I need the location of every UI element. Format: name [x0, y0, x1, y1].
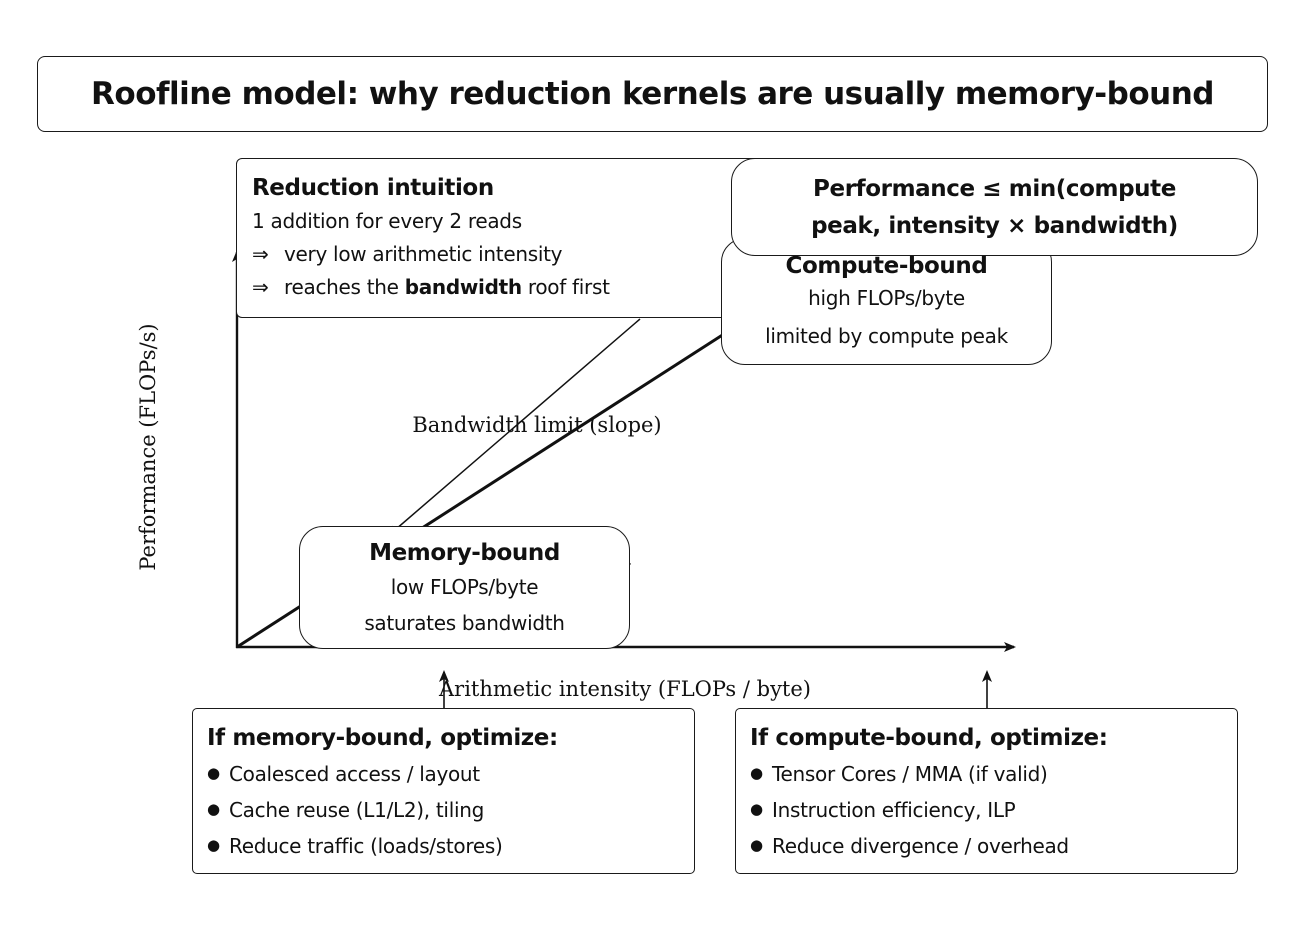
- list-item: ● Tensor Cores / MMA (if valid): [750, 757, 1237, 793]
- performance-formula-line-2: peak, intensity × bandwidth): [811, 213, 1178, 239]
- implies-arrow-icon: ⇒: [252, 275, 269, 299]
- memory-optimize-box: If memory-bound, optimize: ● Coalesced ac…: [192, 708, 695, 874]
- list-item-text: Tensor Cores / MMA (if valid): [772, 762, 1048, 786]
- list-item: ● Cache reuse (L1/L2), tiling: [207, 793, 694, 829]
- list-item: ● Instruction efficiency, ILP: [750, 793, 1237, 829]
- diagram-title: Roofline model: why reduction kernels ar…: [91, 76, 1214, 112]
- bullet-icon: ●: [207, 764, 220, 782]
- reduction-intuition-line-3-prefix: reaches the: [284, 275, 405, 299]
- bullet-icon: ●: [207, 800, 220, 818]
- compute-optimize-box: If compute-bound, optimize: ● Tensor Core…: [735, 708, 1238, 874]
- performance-formula-line-1: Performance ≤ min(compute: [813, 176, 1176, 202]
- reduction-intuition-line-2: ⇒ very low arithmetic intensity: [252, 238, 765, 271]
- compute-optimize-heading: If compute-bound, optimize:: [750, 725, 1108, 751]
- title-box: Roofline model: why reduction kernels ar…: [37, 56, 1268, 132]
- implies-arrow-icon: ⇒: [252, 242, 269, 266]
- memory-optimize-heading: If memory-bound, optimize:: [207, 725, 558, 751]
- reduction-intuition-line-1: 1 addition for every 2 reads: [252, 209, 522, 233]
- x-axis-label: Arithmetic intensity (FLOPs / byte): [439, 677, 811, 701]
- list-item-text: Coalesced access / layout: [229, 762, 480, 786]
- memory-bound-line-2: saturates bandwidth: [364, 611, 565, 635]
- compute-bound-heading: Compute-bound: [785, 253, 988, 279]
- reduction-intuition-line-3-suffix: roof first: [521, 275, 610, 299]
- list-item-text: Reduce divergence / overhead: [772, 834, 1069, 858]
- intuition-to-memory-arrow: [386, 318, 641, 538]
- bullet-icon: ●: [207, 836, 220, 854]
- bullet-icon: ●: [750, 836, 763, 854]
- bullet-icon: ●: [750, 764, 763, 782]
- compute-bound-box: Compute-bound high FLOPs/byte limited by…: [721, 238, 1052, 365]
- compute-bound-line-2: limited by compute peak: [765, 324, 1008, 348]
- memory-bound-heading: Memory-bound: [369, 540, 560, 566]
- list-item: ● Reduce divergence / overhead: [750, 829, 1237, 865]
- bandwidth-limit-label: Bandwidth limit (slope): [412, 413, 662, 437]
- reduction-intuition-line-3-bold: bandwidth: [404, 275, 522, 299]
- reduction-intuition-heading: Reduction intuition: [252, 175, 494, 201]
- list-item-text: Cache reuse (L1/L2), tiling: [229, 798, 484, 822]
- reduction-intuition-line-2-text: very low arithmetic intensity: [284, 242, 563, 266]
- list-item-text: Reduce traffic (loads/stores): [229, 834, 503, 858]
- compute-bound-line-1: high FLOPs/byte: [808, 286, 965, 310]
- reduction-intuition-box: Reduction intuition 1 addition for every…: [236, 158, 766, 318]
- memory-bound-line-1: low FLOPs/byte: [390, 575, 539, 599]
- y-axis-label: Performance (FLOPs/s): [136, 323, 160, 571]
- list-item: ● Coalesced access / layout: [207, 757, 694, 793]
- performance-formula-box: Performance ≤ min(compute peak, intensit…: [731, 158, 1258, 256]
- list-item-text: Instruction efficiency, ILP: [772, 798, 1016, 822]
- list-item: ● Reduce traffic (loads/stores): [207, 829, 694, 865]
- reduction-intuition-line-3: ⇒ reaches the bandwidth roof first: [252, 271, 765, 304]
- bullet-icon: ●: [750, 800, 763, 818]
- memory-bound-box: Memory-bound low FLOPs/byte saturates ba…: [299, 526, 630, 649]
